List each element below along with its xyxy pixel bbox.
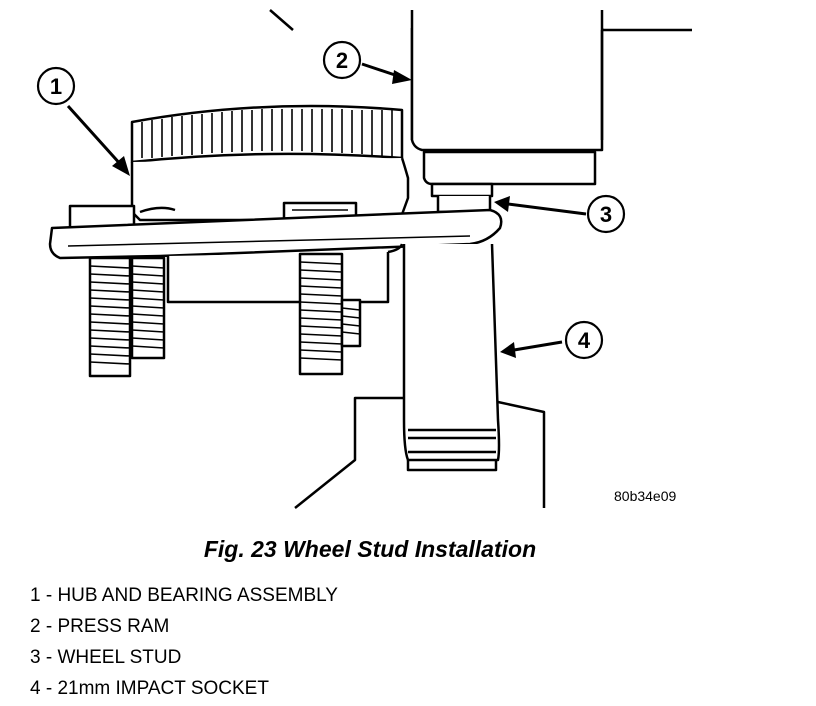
image-reference-code: 80b34e09: [614, 488, 677, 504]
legend-item: 2 - PRESS RAM: [30, 616, 170, 637]
callout-arrows: [66, 62, 587, 352]
wheel-studs: [88, 252, 362, 378]
legend-item: 1 - HUB AND BEARING ASSEMBLY: [30, 585, 338, 606]
press-base: [294, 396, 546, 509]
callout-circles: [36, 40, 626, 360]
callout-arrowheads: [112, 70, 516, 358]
callout-4-number: 4: [578, 328, 591, 353]
wheel-stud-installation-illustration: 1 2 3 4: [36, 9, 692, 509]
callout-1-number: 1: [50, 74, 62, 99]
press-ram: [410, 28, 604, 214]
hub-and-bearing-assembly: [48, 104, 503, 304]
figure-caption: Fig. 23 Wheel Stud Installation: [203, 536, 537, 562]
callout-legend: 1 - HUB AND BEARING ASSEMBLY 2 - PRESS R…: [30, 580, 338, 704]
callout-3-number: 3: [600, 202, 612, 227]
impact-socket: [402, 243, 501, 472]
legend-item: 3 - WHEEL STUD: [30, 647, 182, 668]
legend-item: 4 - 21mm IMPACT SOCKET: [30, 678, 269, 699]
callout-2-number: 2: [336, 48, 348, 73]
